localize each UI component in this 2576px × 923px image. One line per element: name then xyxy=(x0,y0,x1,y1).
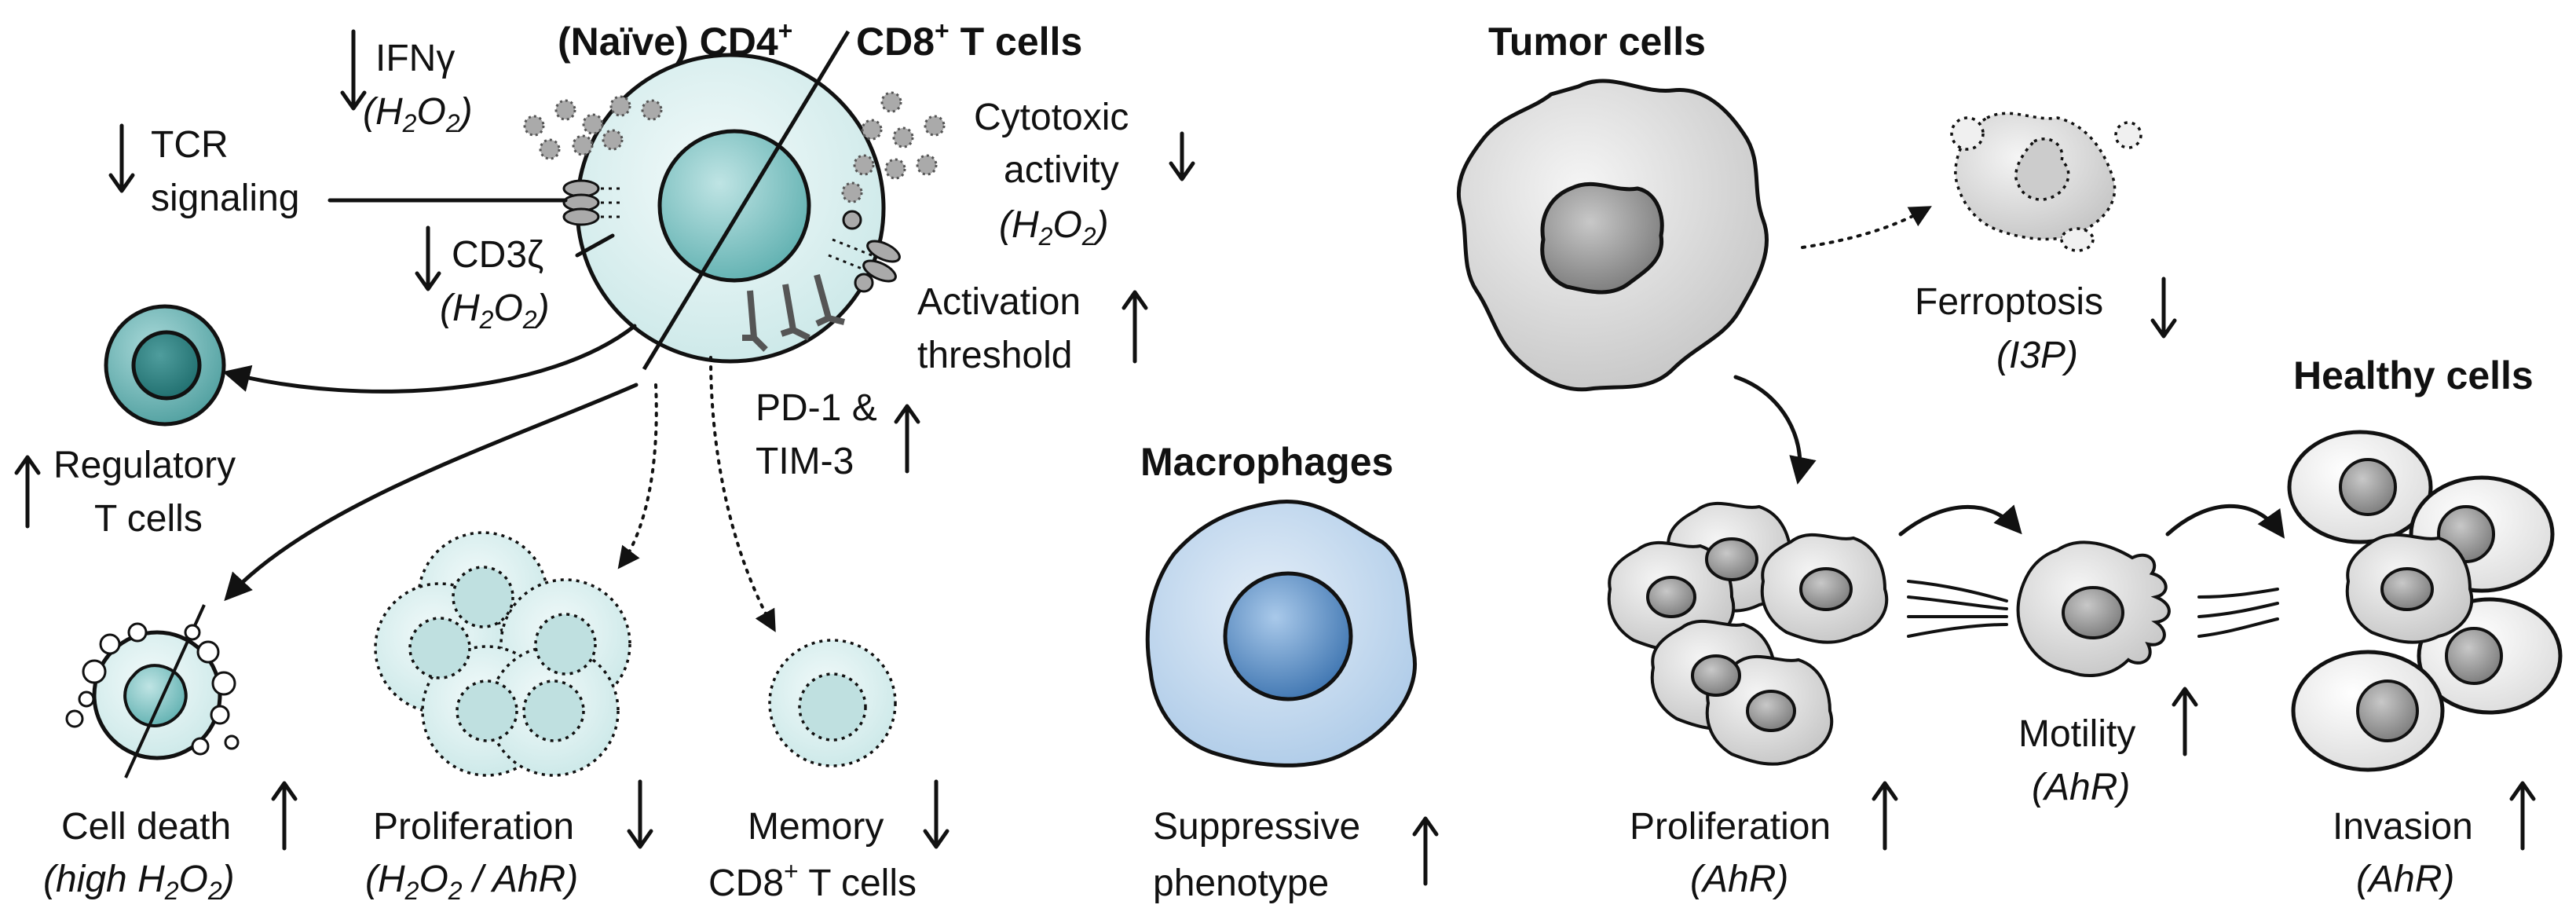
macrophage-label-line1: Suppressive xyxy=(1153,806,1360,848)
tcr-down-arrow-icon xyxy=(108,123,135,193)
ferroptosis-label: Ferroptosis xyxy=(1915,281,2103,323)
activation-label-line2: threshold xyxy=(917,335,1072,376)
cytotoxic-label-line2: activity xyxy=(1004,149,1119,191)
cd4-cd8-divider xyxy=(642,30,851,371)
ferroptosis-down-arrow-icon xyxy=(2150,277,2177,339)
activation-label-line1: Activation xyxy=(917,281,1081,323)
invasion-up-arrow-icon xyxy=(2509,781,2536,851)
invasion-label: Invasion xyxy=(2333,806,2473,848)
t-cell-header-cd8: CD8+ T cells xyxy=(856,16,1082,64)
pd1-label-line1: PD-1 & xyxy=(756,387,877,429)
motile-tumor-cell xyxy=(2016,540,2171,677)
motility-cause: (AhR) xyxy=(2032,767,2130,808)
treg-arrow xyxy=(222,324,637,394)
dying-t-cell xyxy=(65,604,240,778)
tumor-cell xyxy=(1456,79,1769,392)
ferroptosis-dotted-arrow xyxy=(1801,206,1932,249)
proliferation-to-motility-arrow xyxy=(1898,504,2022,537)
memory-down-arrow-icon xyxy=(923,779,950,849)
pd1-up-arrow-icon xyxy=(894,404,920,474)
t-proliferation-down-arrow-icon xyxy=(627,779,653,849)
cytotoxic-label-line1: Cytotoxic xyxy=(974,97,1129,138)
pd1-tim3-receptor-icon xyxy=(742,273,845,352)
healthy-cells-header: Healthy cells xyxy=(2293,353,2534,397)
tumor-cells-header: Tumor cells xyxy=(1488,20,1706,64)
cytotoxic-granule-dots xyxy=(841,91,946,203)
cd3z-label: CD3ζ xyxy=(452,234,543,276)
activation-receptor-icon xyxy=(828,210,901,293)
treg-label-line2: T cells xyxy=(94,498,203,540)
proliferating-t-cells xyxy=(374,531,631,777)
tumor-to-proliferation-arrow xyxy=(1733,375,1817,485)
pd1-label-line2: TIM-3 xyxy=(756,441,854,482)
cell-death-label: Cell death xyxy=(61,806,231,848)
regulatory-t-cell xyxy=(104,304,226,427)
t-proliferation-cause: (H2O2 / AhR) xyxy=(365,859,578,905)
cytotoxic-cause: (H2O2) xyxy=(999,204,1109,251)
motility-speed-lines-1 xyxy=(1907,580,2008,638)
t-cell-header-cd4: (Naïve) CD4+ xyxy=(558,16,792,64)
cell-death-cause: (high H2O2) xyxy=(43,859,235,905)
motility-up-arrow-icon xyxy=(2172,687,2198,756)
macrophage-up-arrow-icon xyxy=(1412,816,1439,886)
motility-label: Motility xyxy=(2018,713,2135,755)
tumor-proliferation-label: Proliferation xyxy=(1630,806,1831,848)
cd3z-down-arrow-icon xyxy=(415,225,441,291)
tcr-label-line1: TCR xyxy=(151,124,229,166)
ifng-cytokine-dots xyxy=(523,95,663,160)
tcr-receptor-icon xyxy=(562,179,620,226)
macrophage-cell xyxy=(1145,500,1417,767)
invasion-cause: (AhR) xyxy=(2356,859,2454,900)
memory-t-cell xyxy=(768,639,897,767)
treg-up-arrow-icon xyxy=(14,455,41,529)
motility-to-invasion-arrow xyxy=(2165,504,2285,539)
ifng-label: IFNγ xyxy=(375,38,455,79)
motility-speed-lines-2 xyxy=(2197,588,2279,638)
treg-label-line1: Regulatory xyxy=(53,445,236,486)
memory-label-line1: Memory xyxy=(748,806,884,848)
ifng-cause: (H2O2) xyxy=(363,91,473,137)
tumor-proliferation-up-arrow-icon xyxy=(1872,781,1898,851)
cytotoxic-down-arrow-icon xyxy=(1169,131,1195,181)
cell-death-arrow xyxy=(224,383,639,602)
proliferation-dotted-arrow xyxy=(617,383,658,570)
tumor-proliferation-cause: (AhR) xyxy=(1690,859,1788,900)
macrophages-header: Macrophages xyxy=(1140,440,1393,484)
macrophage-label-line2: phenotype xyxy=(1153,863,1329,904)
t-proliferation-label: Proliferation xyxy=(373,806,574,848)
ferroptosis-cause: (I3P) xyxy=(1996,335,2078,376)
tumor-proliferation-cluster xyxy=(1607,502,1889,766)
cd3z-cause: (H2O2) xyxy=(440,288,550,334)
healthy-cells-group xyxy=(2287,430,2563,772)
main-t-cell xyxy=(562,30,901,371)
memory-label-line2: CD8+ T cells xyxy=(708,857,917,904)
tcr-label-line2: signaling xyxy=(151,178,299,219)
ifng-down-arrow-icon xyxy=(340,29,367,111)
cd3z-leader-line xyxy=(575,233,615,258)
ferroptotic-cell xyxy=(1950,112,2142,252)
cell-death-up-arrow-icon xyxy=(271,781,298,851)
activation-up-arrow-icon xyxy=(1122,290,1148,364)
